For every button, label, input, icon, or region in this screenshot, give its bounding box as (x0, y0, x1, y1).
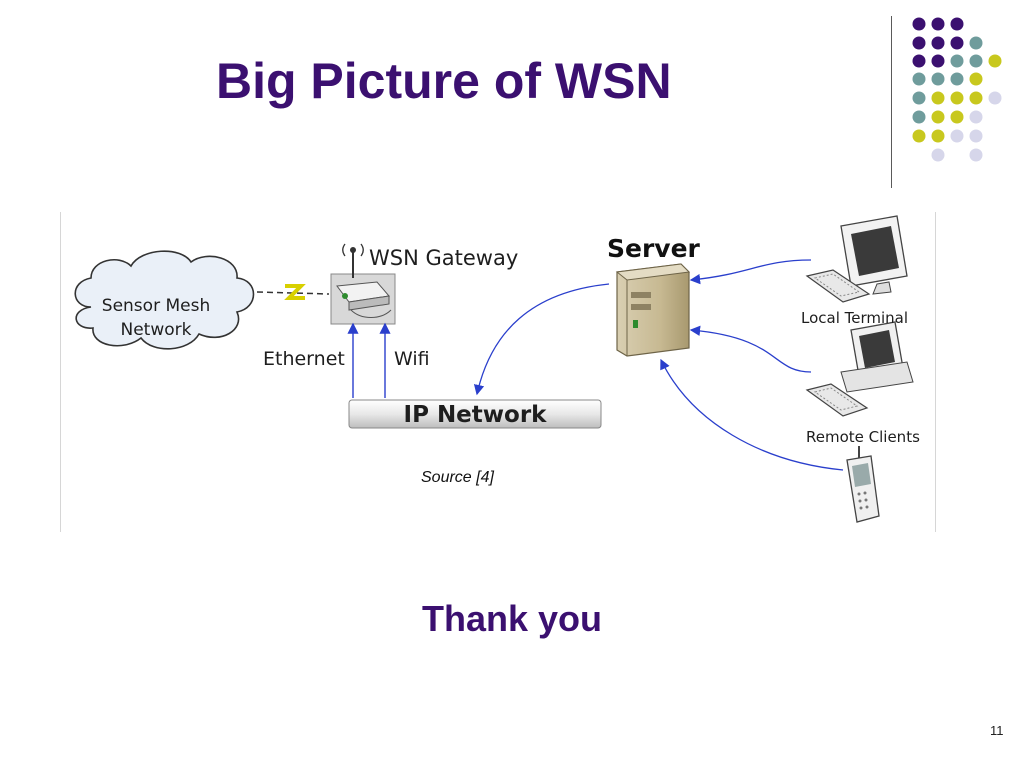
cloud-label-line2: Network (120, 320, 192, 340)
zigzag-signal-icon (256, 284, 330, 300)
antenna-icon (342, 243, 364, 278)
local-terminal-label: Local Terminal (801, 309, 909, 327)
source-caption: Source [4] (421, 469, 494, 486)
monitor-icon (840, 215, 908, 295)
sensor-mesh-network-label: Sensor Mesh Network (81, 294, 231, 342)
ethernet-label: Ethernet (263, 348, 345, 370)
remote-clients-label: Remote Clients (806, 428, 920, 446)
sensor-mesh-cloud (74, 250, 255, 350)
wsn-gateway-label: WSN Gateway (369, 246, 519, 270)
wsn-diagram: Sensor Mesh Network WSN Gateway Server E… (60, 212, 936, 532)
page-number: 11 (990, 723, 1004, 738)
server-icon (615, 263, 691, 357)
decorative-dot-grid (912, 17, 1002, 162)
desktop-computer-icon (840, 321, 914, 393)
server-label: Server (607, 234, 700, 263)
keyboard-icon (805, 383, 869, 417)
mobile-phone-icon (846, 446, 880, 523)
cloud-label-line1: Sensor Mesh (101, 296, 211, 316)
header-divider-line (891, 16, 892, 188)
keyboard-icon (805, 269, 871, 303)
slide-title: Big Picture of WSN (216, 53, 672, 109)
ip-network-bar (348, 399, 602, 429)
wifi-label: Wifi (394, 348, 430, 370)
router-icon (330, 273, 396, 325)
ip-network-label: IP Network (403, 402, 547, 428)
thank-you-text: Thank you (421, 598, 603, 639)
